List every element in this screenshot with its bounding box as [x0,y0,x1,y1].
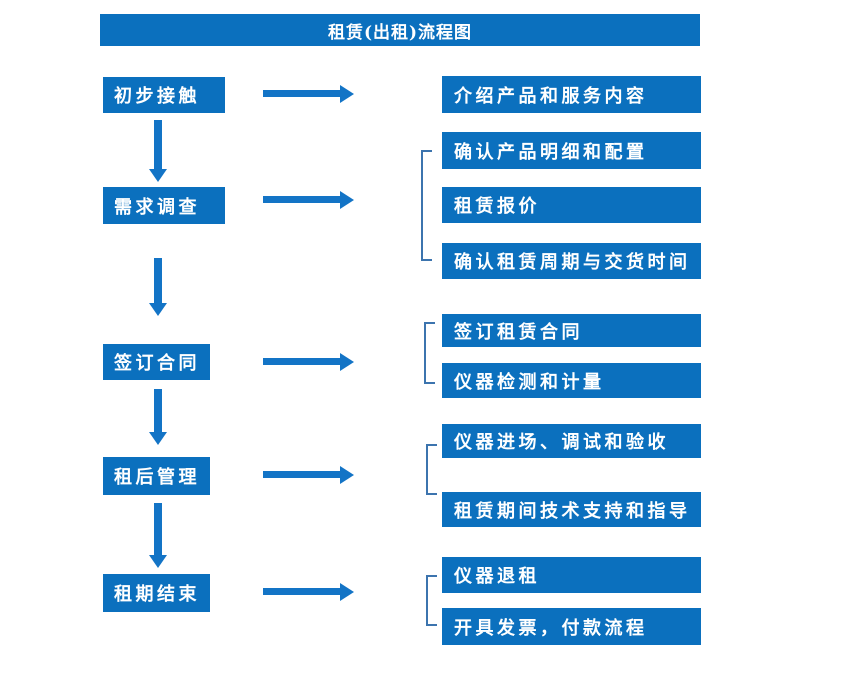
flowchart-title-bar: 租赁(出租)流程图 [100,14,700,46]
group-bracket-rental-end [426,575,437,626]
group-bracket-sign-contract [424,322,435,384]
step-label: 租后管理 [114,467,200,488]
detail-box-rental-quotation: 租赁报价 [442,187,701,223]
step-box-rental-end: 租期结束 [103,574,210,612]
detail-box-confirm-product-details: 确认产品明细和配置 [442,132,701,169]
step-label: 需求调查 [114,196,200,218]
arrow-down-icon [154,503,162,555]
arrow-down-icon [154,120,162,169]
detail-label: 确认租赁周期与交货时间 [454,252,691,273]
step-label: 签订合同 [114,353,200,374]
detail-label: 租赁期间技术支持和指导 [454,500,691,522]
detail-box-invoice-payment: 开具发票，付款流程 [442,608,701,645]
step-box-initial-contact: 初步接触 [103,77,225,113]
detail-label: 签订租赁合同 [454,321,583,343]
arrow-right-icon [263,471,340,478]
group-bracket-demand-survey [421,150,432,261]
detail-box-instrument-testing: 仪器检测和计量 [442,363,701,398]
detail-box-sign-rental-contract: 签订租赁合同 [442,314,701,347]
step-box-post-rental-management: 租后管理 [103,457,210,495]
detail-label: 仪器检测和计量 [454,371,605,393]
arrow-right-icon [263,588,340,595]
detail-box-instrument-setup-acceptance: 仪器进场、调试和验收 [442,424,701,458]
arrow-down-icon [154,389,162,432]
step-label: 租期结束 [114,584,200,605]
detail-box-instrument-return: 仪器退租 [442,557,701,593]
detail-box-technical-support: 租赁期间技术支持和指导 [442,492,701,527]
arrow-right-icon [263,196,340,203]
detail-label: 租赁报价 [454,196,540,217]
arrow-right-icon [263,358,340,365]
step-box-demand-survey: 需求调查 [103,187,225,224]
detail-box-introduce-products: 介绍产品和服务内容 [442,76,701,113]
arrow-down-icon [154,258,162,303]
detail-label: 仪器退租 [454,566,540,587]
step-label: 初步接触 [114,86,200,107]
flowchart-title: 租赁(出租)流程图 [327,22,473,43]
detail-label: 确认产品明细和配置 [454,141,648,163]
detail-box-confirm-rental-period: 确认租赁周期与交货时间 [442,243,701,279]
detail-label: 介绍产品和服务内容 [454,85,648,107]
arrow-right-icon [263,90,340,97]
group-bracket-post-rental [426,444,437,495]
detail-label: 开具发票，付款流程 [454,617,648,639]
detail-label: 仪器进场、调试和验收 [454,432,669,453]
step-box-sign-contract: 签订合同 [103,344,210,380]
